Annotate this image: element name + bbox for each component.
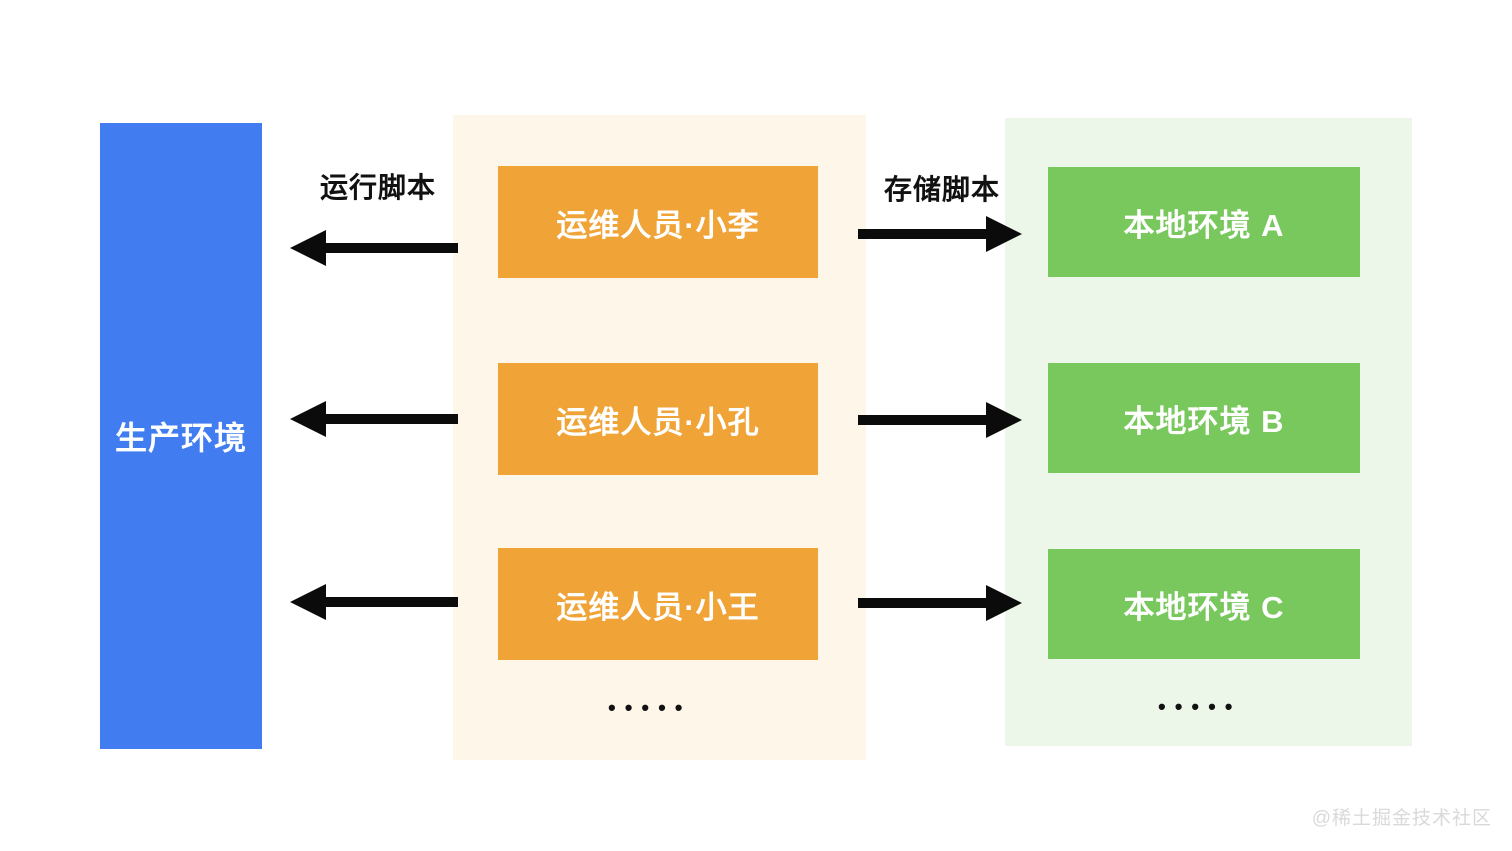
production-environment-label: 生产环境 xyxy=(114,420,247,456)
arrow-head-right-icon xyxy=(986,216,1022,252)
watermark: @稀土掘金技术社区 xyxy=(1311,808,1492,829)
arrow-head-left-icon xyxy=(290,401,326,437)
arrow-head-right-icon xyxy=(986,402,1022,438)
arrow-head-left-icon xyxy=(290,584,326,620)
ops-ellipsis-icon: ••••• xyxy=(608,695,692,720)
ops-node-xiaoli: 运维人员·小李 xyxy=(498,166,818,278)
arrow-shaft xyxy=(858,229,994,239)
arrow-shaft xyxy=(858,415,994,425)
ops-node-label: 运维人员·小孔 xyxy=(556,404,760,440)
ops-node-xiaokong: 运维人员·小孔 xyxy=(498,363,818,475)
local-env-a-node: 本地环境 A xyxy=(1048,167,1360,277)
run-script-arrow-icon xyxy=(290,401,458,437)
local-env-label: 本地环境 A xyxy=(1123,207,1285,243)
ops-node-xiaowang: 运维人员·小王 xyxy=(498,548,818,660)
store-script-arrow-icon xyxy=(858,402,1022,438)
arrow-head-left-icon xyxy=(290,230,326,266)
store-script-label: 存储脚本 xyxy=(884,174,1001,205)
production-environment-node: 生产环境 xyxy=(100,123,262,749)
local-env-label: 本地环境 B xyxy=(1123,403,1285,439)
arrow-shaft xyxy=(318,414,458,424)
run-script-label: 运行脚本 xyxy=(320,172,437,203)
arrow-shaft xyxy=(318,597,458,607)
run-script-arrow-icon xyxy=(290,230,458,266)
store-script-arrow-icon xyxy=(858,585,1022,621)
local-env-label: 本地环境 C xyxy=(1123,589,1285,625)
ops-node-label: 运维人员·小李 xyxy=(556,207,760,243)
ops-node-label: 运维人员·小王 xyxy=(556,589,760,625)
local-ellipsis-icon: ••••• xyxy=(1158,694,1242,719)
local-env-b-node: 本地环境 B xyxy=(1048,363,1360,473)
arrow-head-right-icon xyxy=(986,585,1022,621)
store-script-arrow-icon xyxy=(858,216,1022,252)
arrow-shaft xyxy=(858,598,994,608)
arrow-shaft xyxy=(318,243,458,253)
run-script-arrow-icon xyxy=(290,584,458,620)
local-env-c-node: 本地环境 C xyxy=(1048,549,1360,659)
